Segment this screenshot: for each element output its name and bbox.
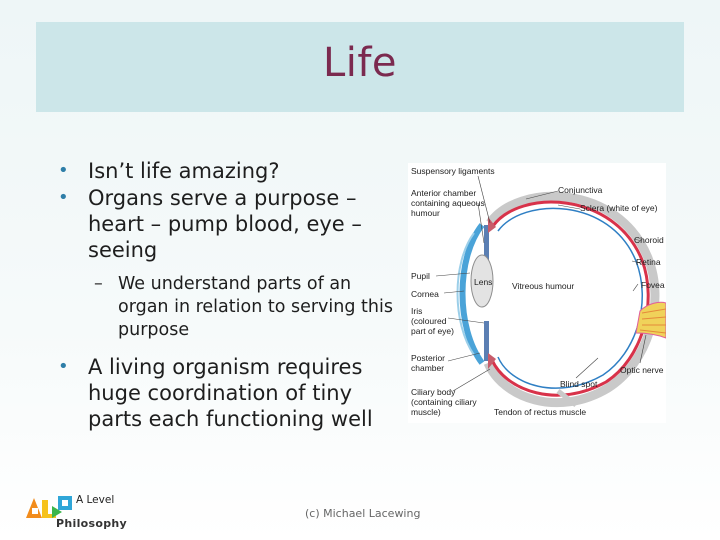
label-anterior: humour	[411, 208, 440, 218]
slide-title: Life	[322, 40, 398, 86]
label-optic-nerve: Optic nerve	[620, 365, 664, 375]
label-vitreous: Vitreous humour	[512, 281, 574, 291]
bullet-item: • Isn’t life amazing?	[58, 158, 398, 184]
label-fovea: Fovea	[641, 280, 665, 290]
label-ciliary: (containing ciliary	[411, 397, 477, 407]
label-pupil: Pupil	[411, 271, 430, 281]
label-iris: part of eye)	[411, 326, 454, 336]
bullet-icon: •	[58, 356, 69, 377]
eye-diagram-labels: Suspensory ligaments Anterior chamber co…	[411, 166, 665, 417]
label-choroid: Choroid	[634, 235, 664, 245]
label-posterior: chamber	[411, 363, 444, 373]
bullet-item: • A living organism requires huge coordi…	[58, 354, 398, 432]
title-band	[36, 22, 684, 112]
label-retina: Retina	[636, 257, 661, 267]
logo-line2: Philosophy	[56, 517, 127, 530]
label-ciliary: Ciliary body	[411, 387, 456, 397]
logo-line1: A Level	[76, 494, 115, 506]
bullet-icon: •	[58, 187, 69, 208]
a-level-philosophy-logo	[26, 496, 72, 518]
label-cornea: Cornea	[411, 289, 439, 299]
label-tendon: Tendon of rectus muscle	[494, 407, 586, 417]
dash-icon: –	[94, 274, 103, 294]
sub-bullet-text: We understand parts of an organ in relat…	[118, 274, 393, 340]
bullet-icon: •	[58, 160, 69, 181]
label-sclera: Sclera (white of eye)	[580, 203, 658, 213]
label-anterior: Anterior chamber	[411, 188, 476, 198]
eye-diagram: Suspensory ligaments Anterior chamber co…	[408, 163, 666, 423]
label-anterior: containing aqueous	[411, 198, 485, 208]
label-suspensory: Suspensory ligaments	[411, 166, 495, 176]
bullet-item: • Organs serve a purpose – heart – pump …	[58, 185, 398, 263]
footer-copyright: (c) Michael Lacewing	[305, 507, 421, 520]
label-conjunctiva: Conjunctiva	[558, 185, 603, 195]
sub-bullet-item: – We understand parts of an organ in rel…	[58, 273, 398, 342]
bullet-list: • Isn’t life amazing? • Organs serve a p…	[58, 158, 398, 433]
label-lens: Lens	[474, 277, 492, 287]
label-blind-spot: Blind spot	[560, 379, 598, 389]
label-posterior: Posterior	[411, 353, 445, 363]
label-ciliary: muscle)	[411, 407, 441, 417]
bullet-text: Isn’t life amazing?	[88, 159, 280, 183]
label-iris: Iris	[411, 306, 422, 316]
label-iris: (coloured	[411, 316, 447, 326]
bullet-text: Organs serve a purpose – heart – pump bl…	[88, 186, 362, 262]
bullet-text: A living organism requires huge coordina…	[88, 355, 373, 431]
